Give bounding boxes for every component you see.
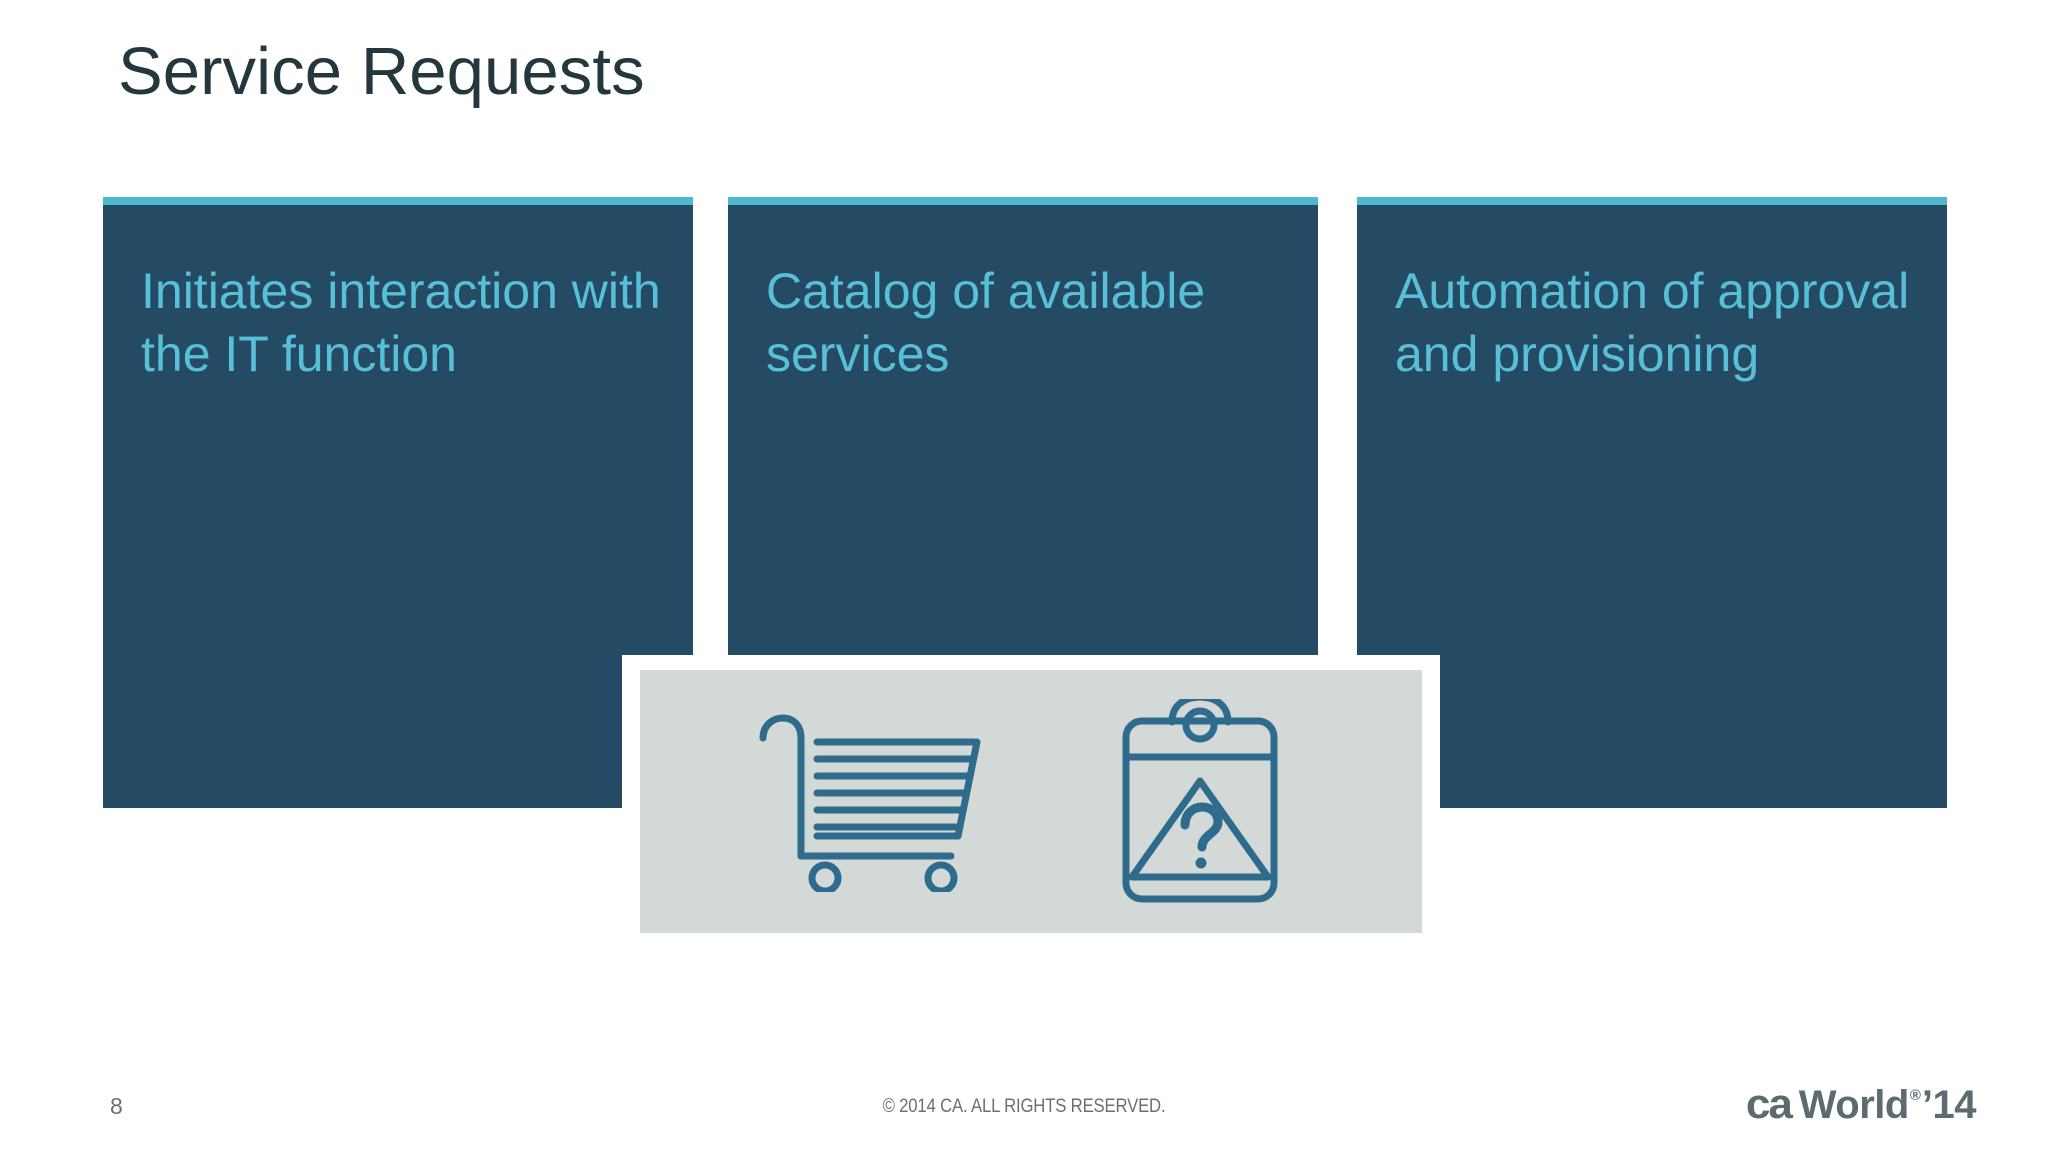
icon-card: [622, 655, 1440, 951]
panel-accent-bar: [1357, 197, 1947, 205]
logo-ca-text: ca: [1745, 1080, 1793, 1127]
shopping-cart-icon: [730, 670, 1010, 933]
icon-card-inner: [640, 670, 1422, 933]
logo-year-text: ’14: [1921, 1083, 1977, 1127]
page-number: 8: [110, 1093, 123, 1119]
logo-world-text: World: [1798, 1083, 1910, 1127]
panel-accent-bar: [103, 197, 693, 205]
copyright-notice: © 2014 CA. ALL RIGHTS RESERVED.: [882, 1096, 1166, 1117]
registered-mark-icon: ®: [1909, 1087, 1921, 1104]
content-panel-3: Automation of approval and provisioning: [1357, 197, 1947, 808]
page-title: Service Requests: [118, 34, 645, 109]
panel-accent-bar: [728, 197, 1318, 205]
content-panel-1: Initiates interaction with the IT functi…: [103, 197, 693, 808]
panel-3-text: Automation of approval and provisioning: [1395, 263, 1910, 382]
clipboard-question-icon: [1060, 670, 1340, 933]
ca-world-logo: ca World ® ’14: [1745, 1080, 1977, 1128]
panel-2-text: Catalog of available services: [766, 263, 1206, 382]
panel-1-text: Initiates interaction with the IT functi…: [141, 263, 661, 382]
